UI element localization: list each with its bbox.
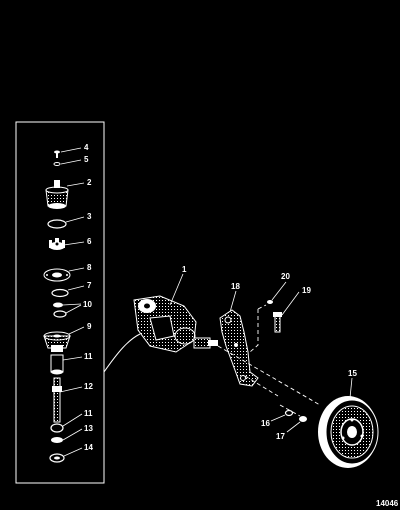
callout-16: 16 <box>261 419 270 428</box>
part-12-shaft <box>52 377 62 423</box>
callout-11-upper: 11 <box>84 352 93 361</box>
part-17-nut <box>299 416 307 422</box>
callout-10: 10 <box>83 300 92 309</box>
part-14-seal <box>49 453 65 463</box>
part-9-pump-body <box>43 331 71 352</box>
connector-curve <box>103 333 141 373</box>
callout-13: 13 <box>84 424 93 433</box>
figure-number: 14046 <box>376 499 399 508</box>
detail-box <box>15 121 105 484</box>
callout-2: 2 <box>87 178 92 187</box>
part-7-gasket <box>51 288 69 298</box>
leader-1 <box>169 273 184 306</box>
part-3-o-ring <box>47 219 67 229</box>
callout-11-lower: 11 <box>84 409 93 418</box>
callout-7: 7 <box>87 281 92 290</box>
part-1-water-pump <box>133 295 218 353</box>
callout-1: 1 <box>182 265 187 274</box>
part-8-wear-plate <box>43 268 71 282</box>
part-11-bearing-upper <box>50 354 64 375</box>
callout-15: 15 <box>348 369 357 378</box>
part-2-impeller-housing <box>45 180 69 209</box>
leader-19 <box>281 291 300 316</box>
callout-4: 4 <box>84 143 89 152</box>
part-15-pulley <box>318 396 379 468</box>
detail-callouts <box>59 147 85 457</box>
part-6-impeller <box>49 238 65 250</box>
part-5-washer <box>53 162 61 166</box>
callout-20: 20 <box>281 272 290 281</box>
part-4-bolt <box>54 150 60 158</box>
callout-3: 3 <box>87 212 92 221</box>
callout-12: 12 <box>84 382 93 391</box>
part-10-seals <box>53 302 67 318</box>
leader-16 <box>270 414 286 422</box>
part-16-washer <box>284 409 294 417</box>
callout-14: 14 <box>84 443 93 452</box>
callout-19: 19 <box>302 286 311 295</box>
leader-20 <box>271 281 287 301</box>
part-20-washer <box>267 300 273 304</box>
part-13-spacer <box>51 437 63 443</box>
callout-18: 18 <box>231 282 240 291</box>
assembly-dashed-lines <box>217 304 321 417</box>
callout-6: 6 <box>87 237 92 246</box>
leader-15 <box>349 377 353 399</box>
leader-17 <box>286 421 301 433</box>
part-18-bracket <box>219 309 259 387</box>
part-19-bolt <box>273 312 282 333</box>
callout-17: 17 <box>276 432 285 441</box>
leader-18 <box>229 290 237 313</box>
part-11-bearing-lower <box>50 423 64 433</box>
callout-9: 9 <box>87 322 92 331</box>
callout-8: 8 <box>87 263 92 272</box>
callout-5: 5 <box>84 155 89 164</box>
